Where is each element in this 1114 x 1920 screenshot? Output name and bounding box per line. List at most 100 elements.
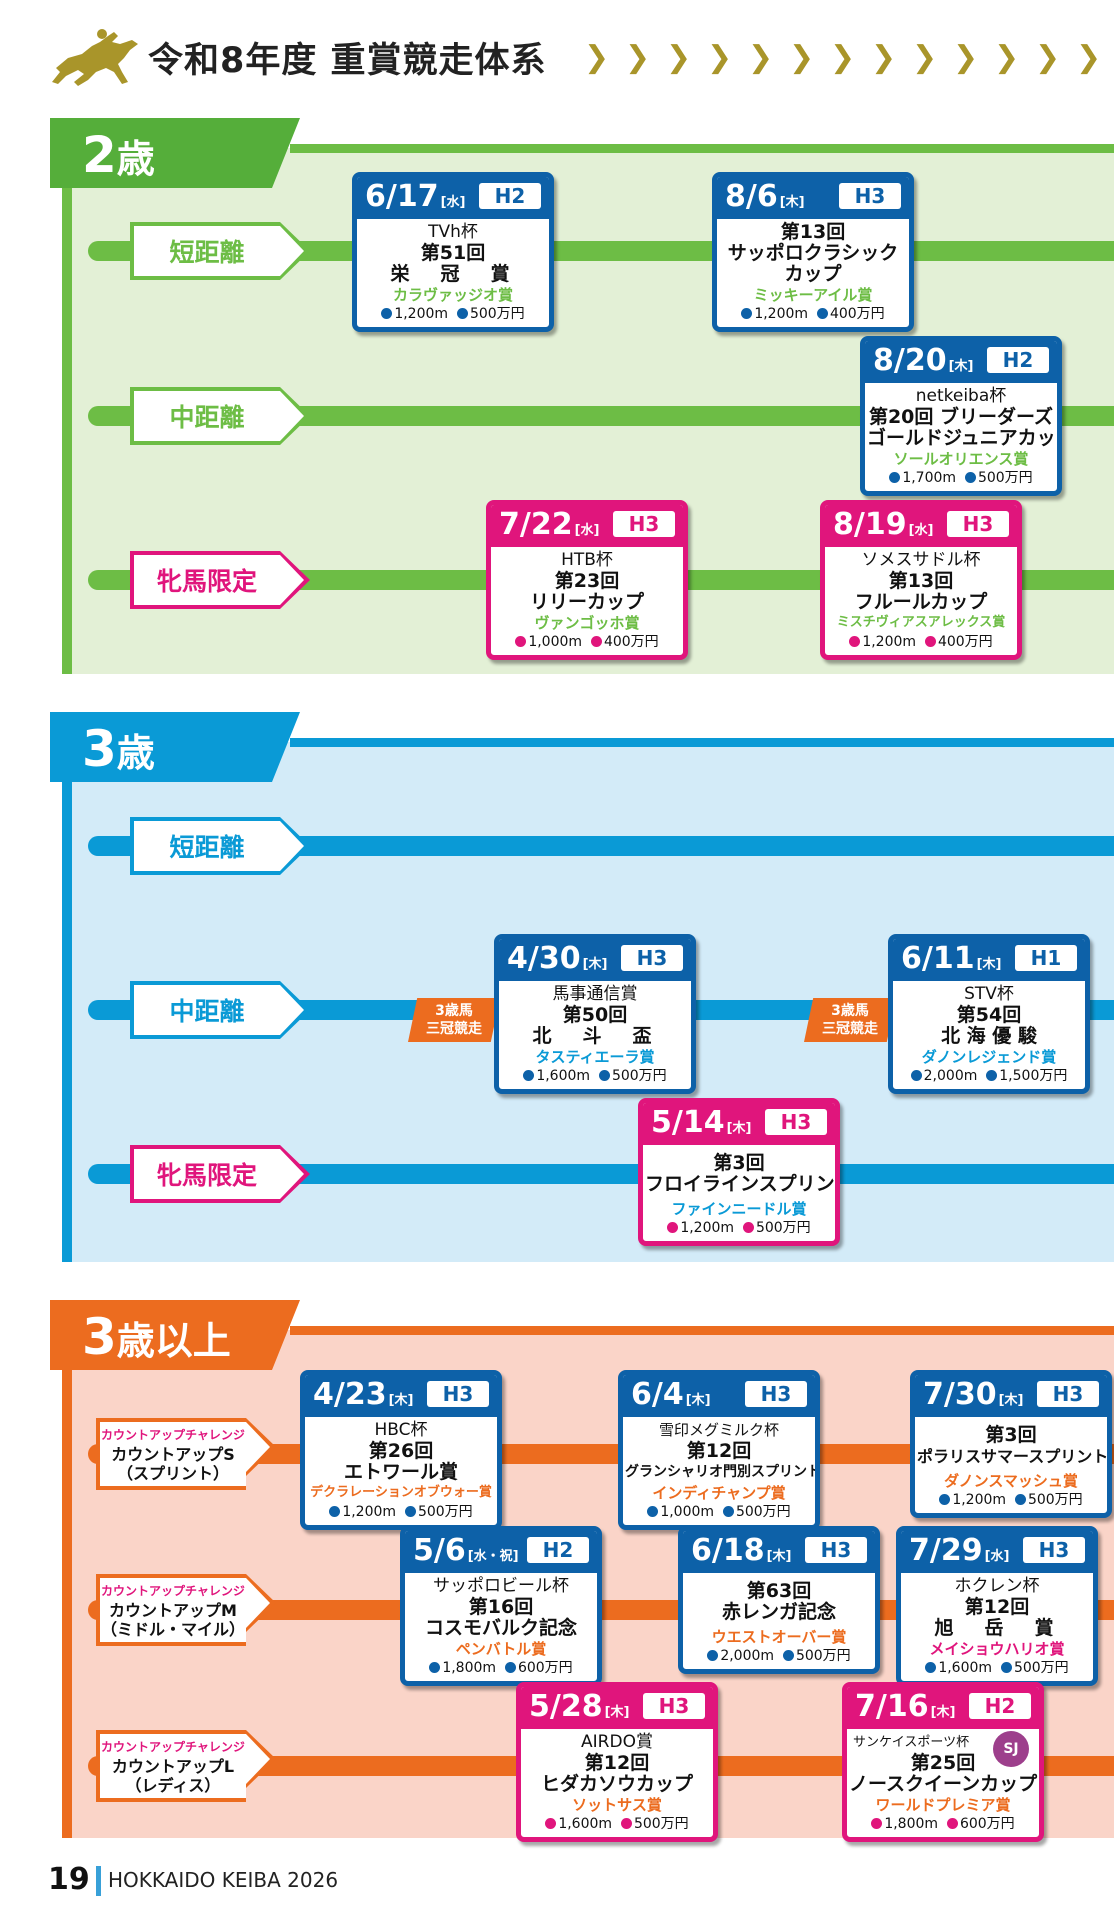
race-card[interactable]: 8/20[木]H2 netkeiba杯 第20回 ブリーダーズ ゴールドジュニア… [860,336,1062,496]
race-subtitle: ミスチヴィアスアレックス賞 [836,615,1006,630]
race-card[interactable]: 7/22[水]H3 HTB杯 第23回 リリーカップ ヴァンゴッホ賞 1,000… [486,500,688,660]
race-subtitle: ワールドプレミア賞 [875,1796,1011,1814]
race-card[interactable]: 6/11[木]H1 STV杯 第54回 北 海 優 駿 ダノンレジェンド賞 2,… [888,934,1090,1094]
race-card[interactable]: 7/30[木]H3 第3回 ポラリスサマースプリント ダノンスマッシュ賞 1,2… [910,1370,1112,1518]
grade-badge: H2 [527,1537,589,1563]
section-top-line [290,738,1114,747]
race-name: ゴールドジュニアカップ [867,427,1062,449]
row-label-fillies: 牝馬限定 [130,1145,310,1203]
row-label-count-up-s: カウントアップチャレンジ カウントアップS （スプリント） [96,1418,276,1490]
section-top-line [290,1326,1114,1335]
race-date: 7/29 [909,1533,983,1568]
race-subtitle: インディチャンプ賞 [652,1484,786,1502]
chevron-right-icon: ❯ [953,40,979,75]
chevron-right-icon: ❯ [871,40,897,75]
race-subtitle: ソールオリエンス賞 [893,450,1029,468]
race-name: サッポロクラシック [727,242,899,264]
race-subtitle: タスティエーラ賞 [535,1048,655,1066]
section-top-line [290,144,1114,153]
footer-divider [96,1866,101,1896]
chevron-right-icon: ❯ [830,40,856,75]
page-title: 令和8年度 重賞競走体系 [148,41,547,81]
race-date: 8/6 [725,179,778,214]
grade-badge: H2 [987,347,1049,373]
row-line [88,836,1114,856]
chevron-right-icon: ❯ [748,40,774,75]
race-date: 6/11 [901,941,975,976]
race-card[interactable]: 4/30[木]H3 馬事通信賞 第50回 北 斗 盃 タスティエーラ賞 1,60… [494,934,696,1094]
race-card[interactable]: 5/14[木]H3 第3回 フロイラインスプリント ファインニードル賞 1,20… [638,1098,840,1246]
chevron-right-icon: ❯ [666,40,692,75]
race-name: 旭 岳 賞 [934,1617,1060,1639]
row-label-fillies: 牝馬限定 [130,551,310,609]
race-card[interactable]: 6/17[水]H2 TVh杯 第51回 栄 冠 賞 カラヴァッジオ賞 1,200… [352,172,554,332]
race-card[interactable]: 5/6[水・祝]H2 サッポロビール杯 第16回 コスモバルク記念 ペンバトル賞… [400,1526,602,1686]
chevron-right-icon: ❯ [994,40,1020,75]
race-card[interactable]: 7/16[木]H2 サンケイスポーツ杯 第25回 ノースクイーンカップ ワールド… [842,1682,1044,1842]
triple-crown-badge: 3歳馬三冠競走 [408,998,500,1042]
section-tab [50,712,300,782]
race-subtitle: デクラレーションオブウォー賞 [310,1485,492,1500]
race-date: 8/19 [833,507,907,542]
chevron-right-icon: ❯ [1035,40,1061,75]
grade-badge: H3 [745,1381,807,1407]
grade-badge: H3 [765,1109,827,1135]
race-date: 7/16 [855,1689,929,1724]
chevron-right-icon: ❯ [584,40,610,75]
row-label-count-up-m: カウントアップチャレンジ カウントアップM （ミドル・マイル） [96,1574,276,1646]
section-label: 3歳 [82,720,155,778]
row-label-middle: 中距離 [130,981,310,1039]
chevron-right-icon: ❯ [789,40,815,75]
chevron-right-icon: ❯ [707,40,733,75]
race-name: ヒダカソウカップ [540,1773,693,1795]
section-label: 2歳 [82,126,155,184]
race-card[interactable]: 5/28[木]H3 AIRDO賞 第12回 ヒダカソウカップ ソットサス賞 1,… [516,1682,718,1842]
race-name: ポラリスサマースプリント [917,1447,1109,1466]
triple-crown-badge: 3歳馬三冠競走 [804,998,896,1042]
race-subtitle: ダノンスマッシュ賞 [944,1472,1078,1490]
horse-rider-icon [52,29,138,86]
race-subtitle: ペンバトル賞 [455,1640,547,1658]
race-name: リリーカップ [529,591,644,613]
race-date: 4/23 [313,1377,387,1412]
section-tab [50,118,300,188]
race-subtitle: メイショウハリオ賞 [929,1640,1065,1658]
race-date: 5/6 [413,1533,466,1568]
race-subtitle: ダノンレジェンド賞 [921,1048,1057,1066]
race-card[interactable]: 8/6[木]H3 第13回 サッポロクラシック カップ ミッキーアイル賞 1,2… [712,172,914,332]
race-card[interactable]: 8/19[水]H3 ソメスサドル杯 第13回 フルールカップ ミスチヴィアスアレ… [820,500,1022,660]
grade-badge: H3 [621,945,683,971]
race-card[interactable]: 6/4[木]H3 雪印メグミルク杯 第12回 グランシャリオ門別スプリント イン… [618,1370,820,1530]
grade-badge: H3 [947,511,1009,537]
chevron-right-icon: ❯ [1076,40,1102,75]
grade-badge: H3 [613,511,675,537]
race-date: 7/22 [499,507,573,542]
race-name: 赤レンガ記念 [721,1601,836,1623]
section-vertical-line [62,188,72,674]
race-subtitle: ヴァンゴッホ賞 [534,614,640,632]
grade-badge: H3 [427,1381,489,1407]
section-vertical-line [62,1370,72,1838]
race-card[interactable]: 7/29[水]H3 ホクレン杯 第12回 旭 岳 賞 メイショウハリオ賞 1,6… [896,1526,1098,1686]
row-label-count-up-l: カウントアップチャレンジ カウントアップL （レディス） [96,1730,276,1802]
race-card[interactable]: 6/18[木]H3 第63回 赤レンガ記念 ウエストオーバー賞 2,000m 5… [678,1526,880,1674]
race-subtitle: ファインニードル賞 [671,1200,807,1218]
grade-badge: H1 [1015,945,1077,971]
race-name: 栄 冠 賞 [390,263,516,285]
race-date: 6/4 [631,1377,684,1412]
race-name: エトワール賞 [343,1461,458,1483]
grade-badge: H3 [805,1537,867,1563]
race-subtitle: ミッキーアイル賞 [753,286,873,304]
page-number: 19 [48,1862,90,1897]
race-date: 5/14 [651,1105,725,1140]
section-label: 3歳以上 [82,1308,231,1366]
grade-badge: H3 [1037,1381,1099,1407]
race-date: 6/17 [365,179,439,214]
race-subtitle: ウエストオーバー賞 [711,1628,847,1646]
race-card[interactable]: 4/23[木]H3 HBC杯 第26回 エトワール賞 デクラレーションオブウォー… [300,1370,502,1530]
race-name: 北 海 優 駿 [941,1025,1037,1047]
grade-badge: H3 [1023,1537,1085,1563]
race-name: フルールカップ [854,591,988,613]
header: 令和8年度 重賞競走体系 ❯ ❯ ❯ ❯ ❯ ❯ ❯ ❯ ❯ ❯ ❯ ❯ ❯ [0,0,1114,120]
chevron-right-icon: ❯ [625,40,651,75]
